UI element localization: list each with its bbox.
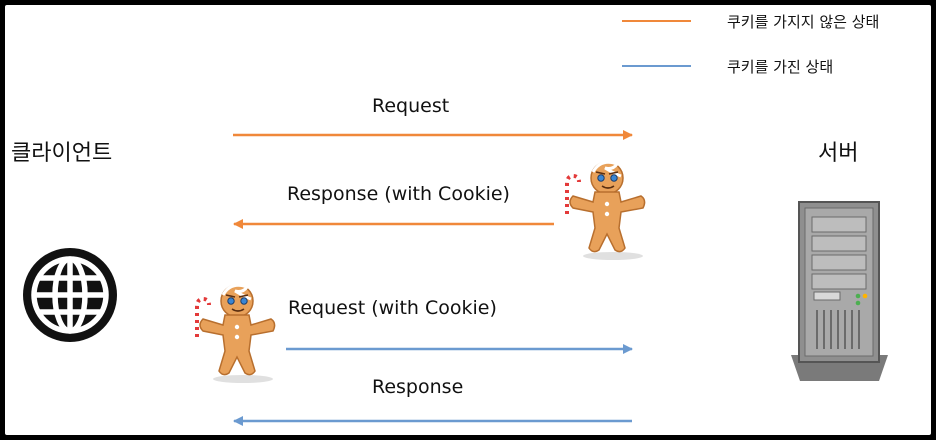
legend-label-no-cookie: 쿠키를 가지지 않은 상태 [727,13,879,31]
message-response: Response [233,376,632,426]
server-tower-icon [791,201,888,381]
message-label-response-with-cookie: Response (with Cookie) [287,183,510,205]
server-label: 서버 [818,141,858,166]
message-request: Request [233,95,633,140]
legend-label-with-cookie: 쿠키를 가진 상태 [727,58,833,76]
message-label-response: Response [372,376,463,398]
gingerbread-cookie-icon [195,283,277,385]
legend: 쿠키를 가지지 않은 상태 쿠키를 가진 상태 [622,13,879,76]
message-response-with-cookie: Response (with Cookie) [233,183,554,229]
message-request-with-cookie: Request (with Cookie) [286,297,633,354]
cookie-flow-diagram: 쿠키를 가지지 않은 상태 쿠키를 가진 상태 클라이언트 서버 [11,13,888,426]
diagram-frame: 쿠키를 가지지 않은 상태 쿠키를 가진 상태 클라이언트 서버 [5,5,931,435]
message-label-request-with-cookie: Request (with Cookie) [288,297,497,319]
gingerbread-cookie-icon [565,160,647,262]
message-label-request: Request [372,95,449,117]
globe-icon [23,248,117,342]
client-label: 클라이언트 [11,141,112,166]
